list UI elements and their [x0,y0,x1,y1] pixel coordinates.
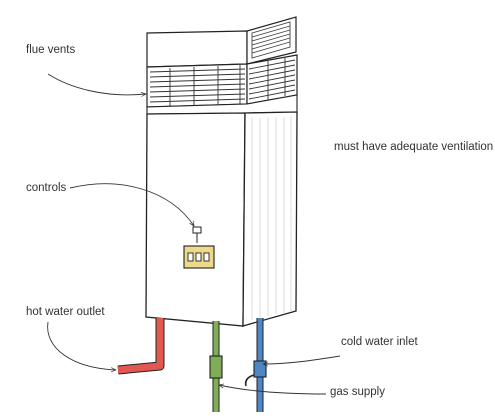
cabinet-side [242,111,298,327]
label-ventilation-note: must have adequate ventilation [334,141,494,153]
heater-cabinet [145,111,298,327]
flue-hood [146,16,298,115]
gas-valve [209,355,223,379]
leader-gas-supply [219,385,327,395]
control-button-1 [187,252,194,262]
label-flue-vents: flue vents [26,44,76,56]
cabinet-side-shading [251,116,292,320]
flue-vent-slats-side [248,58,296,100]
control-panel-icon [183,226,215,269]
leader-flue-vents [47,73,146,95]
flue-vent-icon [149,65,246,106]
label-hot-water-outlet: hot water outlet [26,306,105,318]
label-cold-water-inlet: cold water inlet [341,336,418,348]
cold-water-valve [253,360,267,378]
control-knob [192,226,202,234]
control-button-3 [203,252,210,262]
flue-cap-side [246,16,297,65]
leader-controls [69,183,194,226]
control-button-2 [195,252,202,262]
leader-hot-water-outlet [47,321,116,370]
label-gas-supply: gas supply [330,386,385,398]
cabinet-front [145,112,246,327]
hot-water-pipe-fill [117,318,164,374]
label-controls: controls [26,182,67,194]
leader-cold-water-inlet [263,355,341,364]
flue-cap-front [146,30,248,68]
cold-water-valve-handle [244,374,255,387]
hot-water-pipe [117,318,165,375]
flue-cap-louvre [251,21,291,59]
